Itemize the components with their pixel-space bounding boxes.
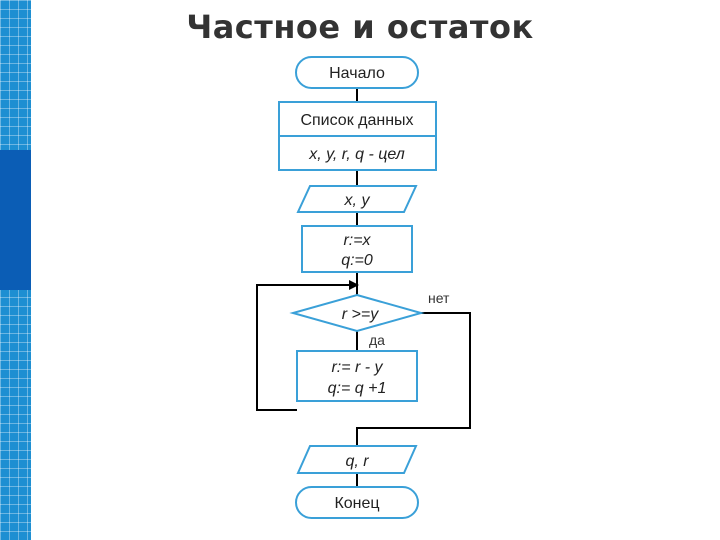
loop-line2: q:= q +1 [328, 380, 387, 397]
data-list-header-label: Список данных [300, 112, 413, 129]
data-list-header-box [278, 101, 437, 137]
loop-shape [296, 350, 418, 402]
input-shape [296, 185, 418, 213]
output-block: q, r [296, 445, 418, 474]
output-label: q, r [345, 453, 369, 470]
end-terminator: Конец [295, 486, 419, 519]
start-label: Начало [329, 65, 385, 82]
branch-yes-label: да [369, 332, 385, 348]
branch-no-label: нет [428, 290, 450, 306]
start-shape [295, 56, 419, 89]
data-list-block: Список данных x, y, r, q - цел [278, 101, 437, 171]
data-list-vars-label: x, y, r, q - цел [308, 146, 405, 163]
init-process: r:=x q:=0 [301, 225, 413, 273]
loop-line1: r:= r - y [331, 359, 383, 376]
condition-decision: r >=y нет да [289, 290, 450, 348]
connector-loop-back [256, 280, 359, 411]
output-shape [296, 445, 418, 474]
slide-title: Частное и остаток [186, 8, 534, 46]
condition-shape [289, 293, 425, 333]
init-line1: r:=x [343, 232, 371, 249]
start-terminator: Начало [295, 56, 419, 89]
left-bar-accent [0, 150, 31, 290]
condition-label: r >=y [342, 306, 379, 323]
end-label: Конец [334, 495, 379, 512]
input-label: x, y [344, 192, 371, 209]
data-list-vars-box [278, 135, 437, 171]
init-shape [301, 225, 413, 273]
connectors [256, 88, 471, 487]
left-decor-bar [0, 0, 31, 540]
loop-process: r:= r - y q:= q +1 [296, 350, 418, 402]
input-block: x, y [296, 185, 418, 213]
connector-exit-no [356, 312, 471, 446]
init-line2: q:=0 [341, 252, 373, 269]
end-shape [295, 486, 419, 519]
